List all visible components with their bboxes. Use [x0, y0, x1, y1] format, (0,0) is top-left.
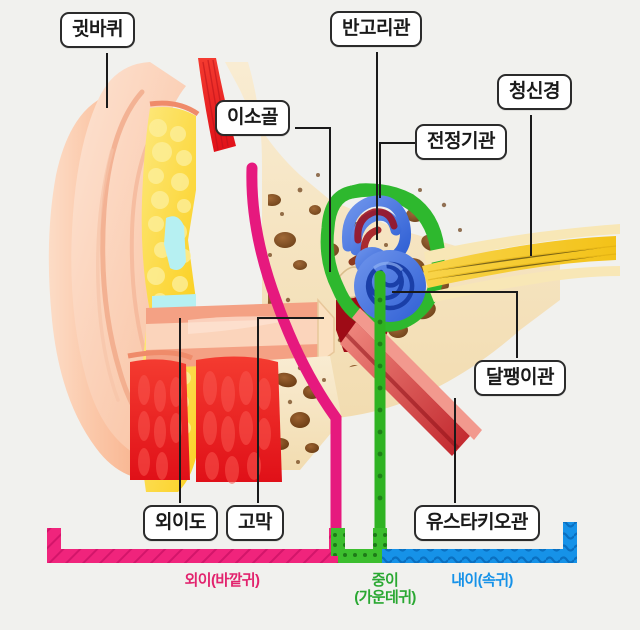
ear-canal-highlight: [188, 316, 300, 334]
label-eustachian-tube[interactable]: 유스타키오관: [414, 505, 540, 541]
legend-label-inner-ear: 내이(속귀): [451, 572, 513, 589]
leader-lines: [106, 52, 532, 503]
cochlea-spiral: [365, 261, 415, 311]
auditory-nerve: [422, 236, 616, 288]
perichondrium-1: [149, 100, 200, 117]
tympanic-membrane: [317, 298, 335, 366]
cartilage-strip: [152, 294, 196, 310]
label-auricle[interactable]: 귓바퀴: [60, 12, 135, 48]
legend-bar-inner-ear: [382, 522, 577, 563]
label-semicircular-canals[interactable]: 반고리관: [330, 11, 422, 47]
leader-ossicles: [295, 127, 331, 272]
outer-ear-boundary: [246, 162, 342, 546]
legend-label-middle-ear: 중이 (가운데귀): [354, 572, 416, 607]
muscle-fibers: [138, 371, 271, 484]
cochlea-highlight: [373, 261, 404, 272]
eustachian-tube: [340, 322, 470, 456]
nerve-sheath-top: [424, 224, 620, 264]
label-vestibular-organ[interactable]: 전정기관: [415, 124, 507, 160]
eustachian-lumen: [344, 332, 460, 450]
label-eardrum[interactable]: 고막: [226, 505, 284, 541]
legend-bar-middle-ear: [331, 528, 387, 563]
leader-cochlea: [392, 291, 518, 358]
nerve-fibers: [427, 245, 617, 281]
leader-eardrum: [257, 317, 324, 503]
label-ossicles[interactable]: 이소골: [215, 100, 290, 136]
label-ear-canal[interactable]: 외이도: [143, 505, 218, 541]
leader-vestibular: [379, 142, 415, 198]
helix-inner-ridge: [96, 148, 120, 402]
middle-ear-boundary-dots: [377, 297, 383, 501]
cartilage-upper: [164, 216, 186, 270]
muscle-fascia: [127, 349, 194, 361]
labyrinth-top-arc: [345, 183, 445, 255]
legend-label-outer-ear: 외이(바깥귀): [184, 572, 260, 589]
label-auditory-nerve[interactable]: 청신경: [497, 74, 572, 110]
label-cochlea[interactable]: 달팽이관: [474, 360, 566, 396]
